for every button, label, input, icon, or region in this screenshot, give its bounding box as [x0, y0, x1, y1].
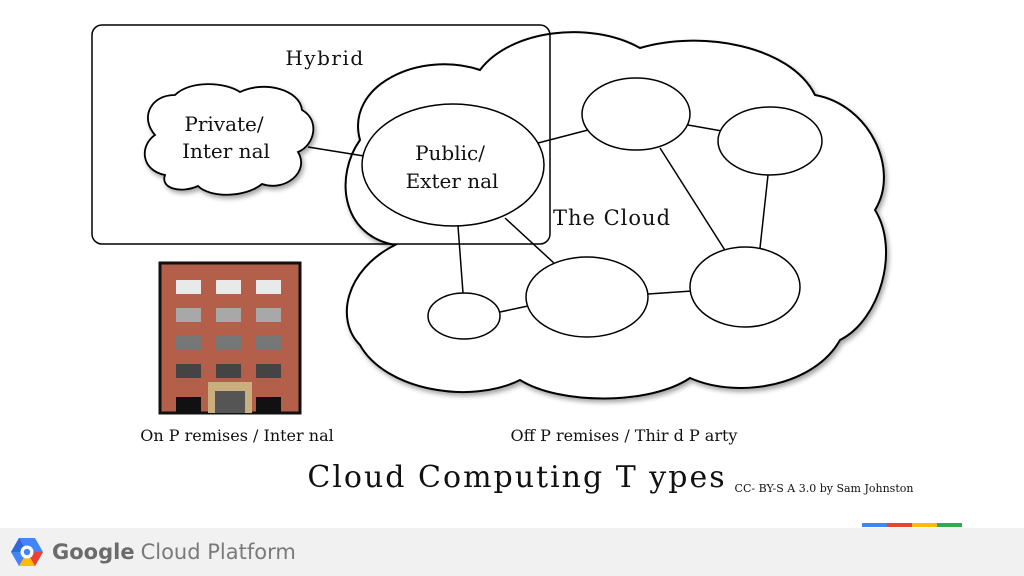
brand-product: Cloud Platform [140, 540, 296, 564]
building-icon [158, 261, 302, 415]
diagram-title: Cloud Computing T ypes [307, 460, 726, 495]
hybrid-region [91, 24, 551, 245]
google-colorbar-red [887, 523, 912, 527]
private-label-line1: Private/ [184, 112, 264, 136]
edge-n1-n2 [687, 124, 723, 132]
credit-text: CC- BY-S A 3.0 by Sam Johnston [735, 482, 914, 495]
edge-n1-n5 [659, 147, 729, 256]
private-label-line2: Inter nal [182, 139, 270, 163]
edge-private-public [307, 146, 365, 157]
google-colorbar-blue [862, 523, 887, 527]
edge-n2-n5 [759, 174, 769, 249]
public-node [361, 103, 545, 227]
cloud-node-3 [427, 292, 501, 340]
hybrid-label: Hybrid [285, 46, 364, 70]
cloud-computing-diagram: Hybrid Private/ Inter nal Public/ Exter … [91, 24, 914, 495]
google-cloud-platform-logo-icon [11, 538, 43, 566]
network-edges [307, 124, 769, 313]
cloud-node-5 [689, 246, 801, 328]
public-label-line2: Exter nal [406, 169, 499, 193]
cloud-node-2 [717, 106, 823, 176]
edge-public-n4 [504, 217, 556, 265]
cloud-node-1 [581, 77, 691, 151]
edge-n4-n5 [647, 290, 693, 295]
off-premises-caption: Off P remises / Thir d P arty [511, 426, 738, 445]
the-cloud-label: The Cloud [553, 206, 671, 230]
private-cloud-shape [143, 83, 315, 196]
google-colorbar-yellow [912, 523, 937, 527]
edge-public-n3 [457, 225, 464, 294]
google-colorbar-green [937, 523, 962, 527]
edge-public-n1 [537, 129, 589, 144]
on-premises-caption: On P remises / Inter nal [140, 426, 333, 445]
edge-n3-n4 [499, 305, 529, 313]
brand-google: Google [52, 540, 135, 564]
cloud-node-4 [525, 256, 649, 338]
public-label-line1: Public/ [415, 141, 485, 165]
